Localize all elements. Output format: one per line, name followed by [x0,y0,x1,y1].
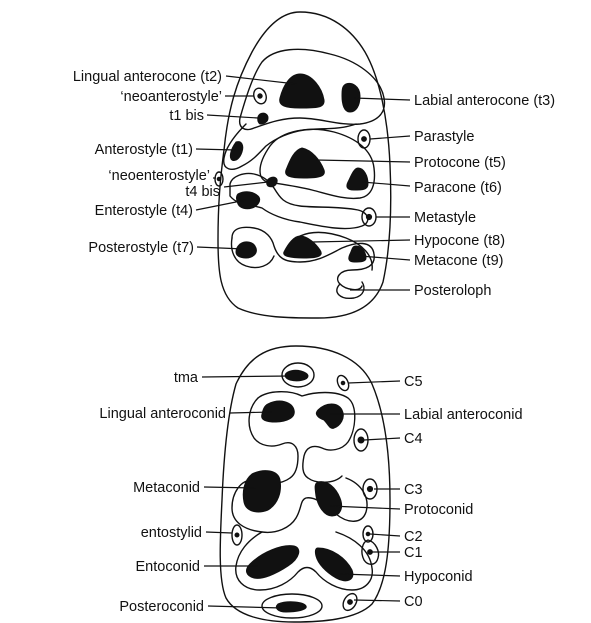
lead-parastyle [370,136,410,139]
posterostyle-cusp [236,242,256,258]
lead-t1-bis [207,115,258,118]
label-c5: C5 [404,374,423,390]
lead-posteroconid [208,606,282,608]
label-anterostyle: Anterostyle (t1) [95,142,193,158]
lead-c5 [348,381,400,383]
parastyle-cusp [362,137,367,142]
label-enterostyle: Enterostyle (t4) [95,203,193,219]
entoconid-cusp [247,546,299,579]
label-lingual-anterocone: Lingual anterocone (t2) [73,69,222,85]
lead-protocone [316,160,410,162]
entostylid-cusp [235,533,239,537]
label-entoconid: Entoconid [136,559,201,575]
c3-cusp [367,486,372,491]
c5-cusp [341,381,345,385]
label-c0: C0 [404,594,423,610]
metastyle-cusp [366,214,371,219]
t4-bis-cusp [267,177,277,187]
c0-cusp [348,600,353,605]
label-c2: C2 [404,529,423,545]
protocone-cusp [286,148,325,178]
c2-cusp [366,532,370,536]
lead-paracone [362,182,410,186]
label-labial-anteroconid: Labial anteroconid [404,407,523,423]
lead-lingual-anterocone [226,76,296,84]
labial-anteroconid-cusp [316,404,343,428]
lead-tma [202,376,290,377]
lead-metacone [360,256,410,260]
label-c3: C3 [404,482,423,498]
label-posteroconid: Posteroconid [119,599,204,615]
lower-labels: tma Lingual anteroconid Metaconid entost… [99,370,522,615]
posteroconid-cusp [276,602,306,612]
metaconid-cusp [243,471,280,512]
lead-c0 [354,600,400,601]
label-posteroloph: Posteroloph [414,283,491,299]
label-neoenterostyle: ‘neoenterostyle’ [108,168,210,184]
upper-molar [215,12,391,318]
label-neoanterostyle: ‘neoanterostyle’ [120,89,222,105]
label-c4: C4 [404,431,423,447]
label-paracone: Paracone (t6) [414,180,502,196]
label-labial-anterocone: Labial anterocone (t3) [414,93,555,109]
label-hypoconid: Hypoconid [404,569,473,585]
label-metastyle: Metastyle [414,210,476,226]
protoconid-cusp [315,482,341,516]
neoenterostyle-cusp [217,177,221,181]
label-metacone: Metacone (t9) [414,253,503,269]
neoanterostyle-cusp [258,94,262,98]
label-lingual-anteroconid: Lingual anteroconid [99,406,226,422]
label-posterostyle: Posterostyle (t7) [88,240,194,256]
lower-molar [220,346,390,622]
label-parastyle: Parastyle [414,129,474,145]
label-protocone: Protocone (t5) [414,155,506,171]
paracone-cusp [347,168,368,190]
label-c1: C1 [404,545,423,561]
lead-entostylid [206,532,232,533]
label-entostylid: entostylid [141,525,202,541]
c4-cusp [358,437,364,443]
label-hypocone: Hypocone (t8) [414,233,505,249]
lead-hypocone [312,240,410,242]
label-tma: tma [174,370,199,386]
lead-c2 [370,534,400,536]
hypocone-cusp [284,236,322,258]
enterostyle-cusp [237,192,260,209]
t1-bis-cusp [258,113,268,124]
label-metaconid: Metaconid [133,480,200,496]
hypoconid-cusp [315,548,353,581]
label-t1-bis: t1 bis [169,108,204,124]
label-protoconid: Protoconid [404,502,473,518]
anterostyle-cusp [230,142,242,161]
lingual-anterocone-cusp [280,74,324,108]
lead-c4 [364,438,400,440]
c1-cusp [368,550,373,555]
lead-anterostyle [196,149,236,150]
label-t4-bis: t4 bis [185,184,220,200]
